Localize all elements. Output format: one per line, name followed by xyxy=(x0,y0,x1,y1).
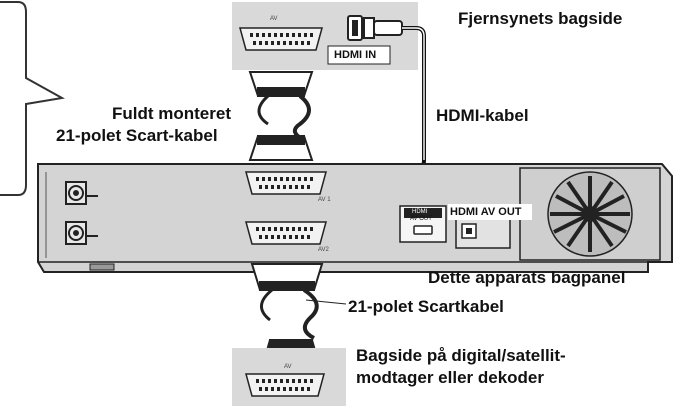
unit-optical-port xyxy=(455,215,511,249)
upper-scart-cable xyxy=(248,71,314,161)
speech-bubble xyxy=(0,1,65,196)
scart-full-label-line1: Fuldt monteret xyxy=(112,104,231,123)
unit-body xyxy=(37,163,673,273)
port-av1-label: AV 1 xyxy=(318,197,331,203)
rf-connectors xyxy=(65,181,98,245)
fan-grille xyxy=(519,167,661,261)
decoder-av-label: AV xyxy=(284,364,292,370)
hdmi-plug-tv xyxy=(363,17,403,39)
tv-scart-socket xyxy=(239,27,323,51)
tv-back-label: Fjernsynets bagside xyxy=(458,9,623,28)
tv-av-label: AV xyxy=(270,16,278,22)
decoder-label-line2: modtager eller dekoder xyxy=(356,368,545,387)
tv-hdmi-socket xyxy=(347,15,363,41)
unit-hdmi-port xyxy=(399,205,447,243)
hdmi-port-label-top: HDMI xyxy=(412,209,428,215)
hdmi-in-label: HDMI IN xyxy=(334,49,377,61)
decoder-label-line1: Bagside på digital/satellit- xyxy=(356,346,566,365)
hdmi-cable-label: HDMI-kabel xyxy=(436,106,529,125)
hdmi-port-label-bottom: AV OUT xyxy=(410,216,432,222)
hdmi-av-out-label-box xyxy=(448,204,532,220)
scart-cable-label: 21-polet Scartkabel xyxy=(348,297,504,316)
port-av2-label: AV2 xyxy=(318,247,329,253)
decoder-scart-socket xyxy=(245,373,325,397)
scart-full-label-line2: 21-polet Scart-kabel xyxy=(56,126,218,145)
unit-scart-av2 xyxy=(245,221,327,245)
hdmi-av-out-label: HDMI AV OUT xyxy=(450,206,522,218)
unit-scart-av1 xyxy=(245,171,327,195)
hdmi-in-label-box xyxy=(327,45,391,65)
unit-back-label: Dette apparats bagpanel xyxy=(428,268,626,287)
